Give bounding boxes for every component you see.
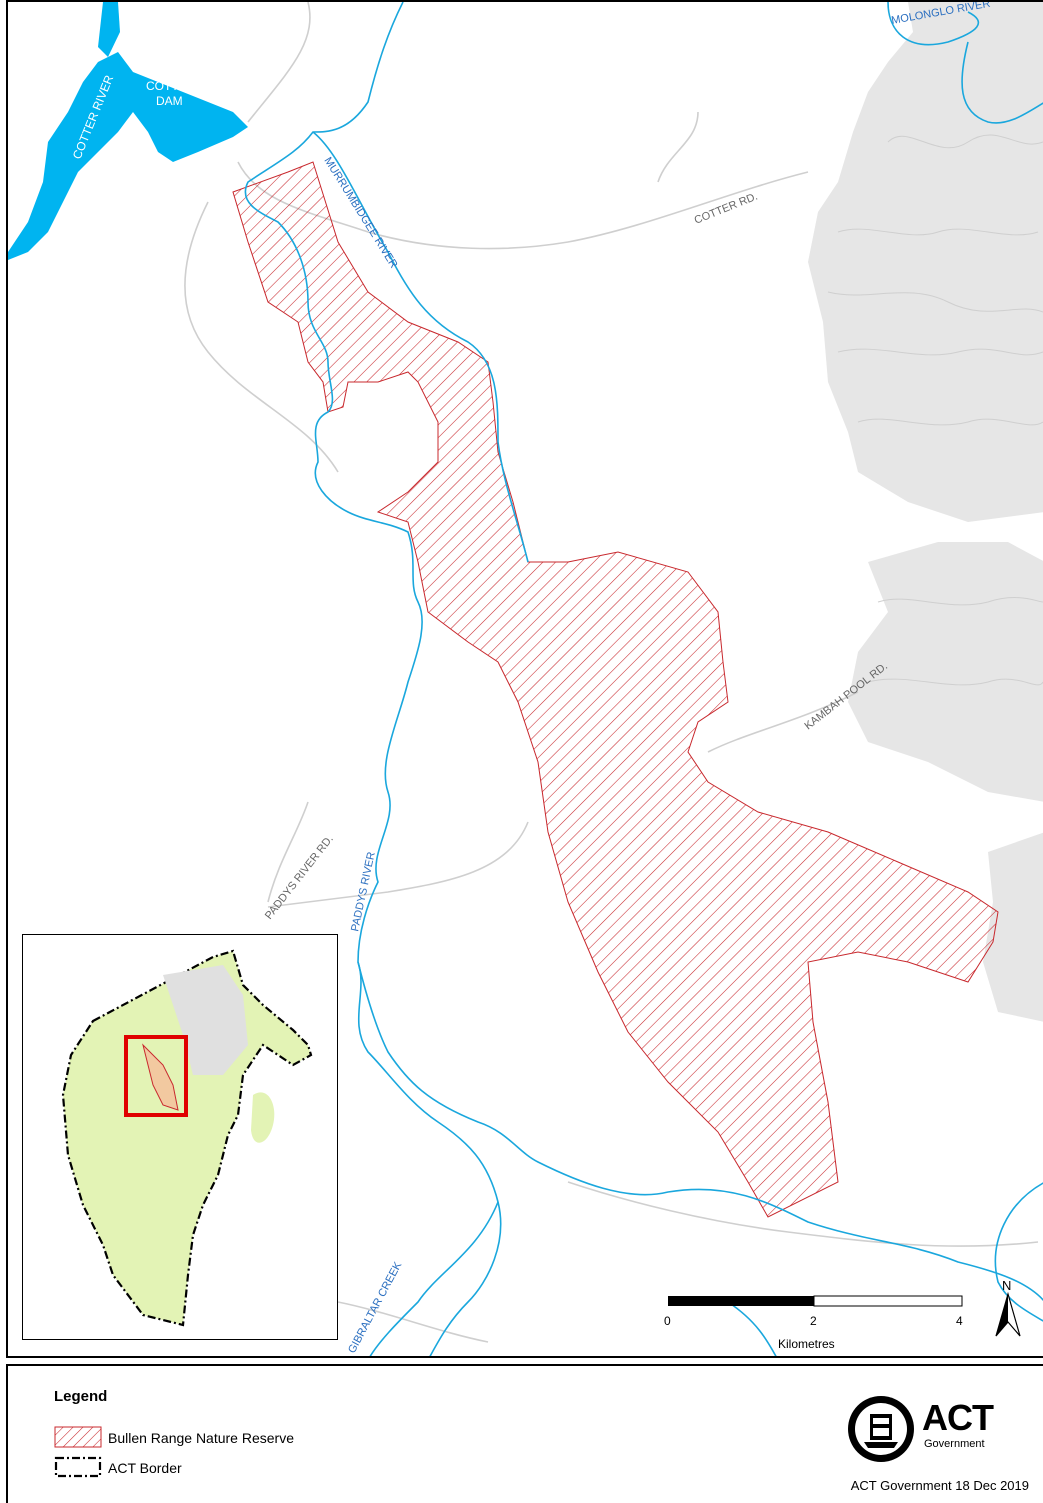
scale-tick-0: 0 (664, 1314, 671, 1328)
scale-tick-2: 2 (810, 1314, 817, 1328)
urban-areas (768, 2, 1043, 1022)
north-label: N (1002, 1278, 1011, 1293)
gibraltar-creek-line (369, 1201, 499, 1356)
gibraltar-creek-label: GIBRALTAR CREEK (346, 1259, 405, 1355)
cotter-dam-label-line1: COTTER (146, 79, 196, 93)
inset-green-patch (251, 1092, 275, 1143)
scale-tick-4: 4 (956, 1314, 963, 1328)
paddys-river-rd-label: PADDYS RIVER RD. (263, 833, 336, 922)
cotter-dam-label-line2: DAM (156, 94, 183, 108)
reserve-hatch-icon (54, 1426, 102, 1448)
legend-title: Legend (54, 1388, 108, 1405)
street-network (827, 134, 1043, 686)
cotter-dam (8, 2, 248, 260)
map-canvas[interactable]: COTTER RIVER COTTER DAM MURRUMBIDGEE RIV… (8, 2, 1043, 1358)
inset-extent-box (124, 1035, 188, 1117)
dashed-border-icon (54, 1456, 102, 1478)
inset-reserve (142, 1043, 179, 1111)
murrumbidgee-river-line (244, 2, 1043, 1302)
murrumbidgee-upper-line (312, 131, 529, 563)
rivers (244, 2, 1043, 1356)
map-frame[interactable]: COTTER RIVER COTTER DAM MURRUMBIDGEE RIV… (6, 0, 1043, 1358)
east-creek-line (994, 1182, 1043, 1322)
inset-urban (163, 965, 248, 1075)
scale-unit-label: Kilometres (778, 1337, 835, 1351)
legend-item-act-border: ACT Border (108, 1460, 182, 1476)
coat-of-arms-icon (848, 1396, 914, 1462)
legend-panel: Legend Bullen Range Nature Reserve ACT B… (6, 1364, 1043, 1503)
south-creek-line (727, 1301, 777, 1356)
inset-map[interactable] (22, 934, 338, 1340)
act-government-logo: ACT Government (846, 1394, 1006, 1464)
paddys-river-line (357, 961, 502, 1356)
legend-item-reserve: Bullen Range Nature Reserve (108, 1430, 294, 1446)
logo-government-text: Government (924, 1438, 985, 1450)
credit-text: ACT Government 18 Dec 2019 (850, 1478, 1029, 1493)
logo-act-text: ACT (922, 1397, 994, 1438)
north-arrow-icon: N (995, 1278, 1021, 1337)
scale-bar: 0 2 4 Kilometres (664, 1295, 963, 1351)
molonglo-river-line (887, 2, 1043, 124)
inset-svg (61, 949, 313, 1327)
